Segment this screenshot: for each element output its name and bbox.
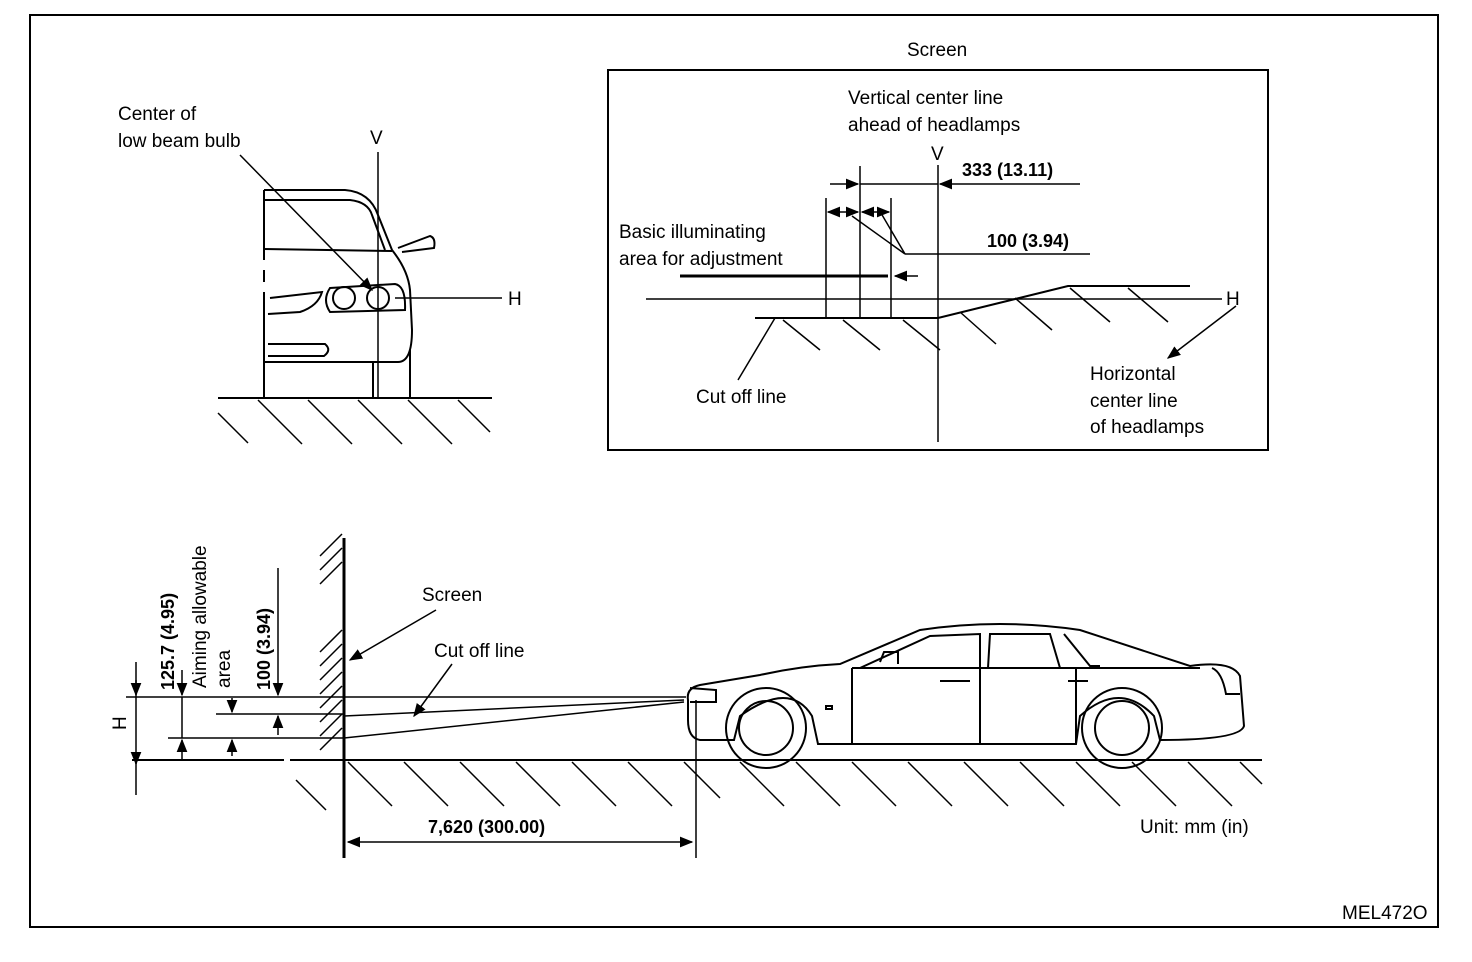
- center-bulb-label-line2: low beam bulb: [118, 131, 241, 152]
- inset-v-label: V: [931, 144, 944, 165]
- screen-inset-title: Screen: [907, 40, 967, 61]
- front-h-label: H: [508, 289, 522, 310]
- figure-id: MEL472O: [1342, 903, 1428, 924]
- dim-125-label: 125.7 (4.95): [158, 593, 178, 690]
- side-cutoff-leader: [413, 663, 453, 718]
- center-bulb-leader: [239, 154, 373, 291]
- inset-cutoff-leader: [737, 317, 776, 381]
- side-h-label: H: [110, 716, 131, 730]
- side-screen-leader: [348, 609, 437, 661]
- center-bulb-label-line1: Center of: [118, 104, 197, 125]
- side-view: H 125.7 (4.95) Aiming allowable area 100…: [110, 533, 1428, 924]
- side-screen-hatch: [319, 533, 343, 751]
- distance-label: 7,620 (300.00): [428, 817, 545, 837]
- side-cutoff-label: Cut off line: [434, 641, 524, 662]
- screen-inset: Screen Vertical center line ahead of hea…: [607, 40, 1269, 451]
- inset-cutoff-label: Cut off line: [696, 387, 786, 408]
- dim-333-label: 333 (13.11): [962, 160, 1053, 180]
- vertical-center-label-line1: Vertical center line: [848, 88, 1003, 109]
- inset-h-label: H: [1226, 289, 1240, 310]
- aiming-area-label-line2: area: [214, 650, 235, 688]
- dim-100-inset-label: 100 (3.94): [987, 231, 1069, 251]
- inset-cutoff-line: [755, 285, 1190, 319]
- figure-border: [29, 14, 1439, 928]
- vertical-center-label-line2: ahead of headlamps: [848, 115, 1020, 136]
- aiming-area-label-line1: Aiming allowable: [190, 545, 211, 688]
- side-ground-hatch: [295, 761, 1263, 811]
- horizontal-center-label-line1: Horizontal: [1090, 364, 1176, 385]
- front-ground-hatch: [217, 399, 491, 445]
- screen-inset-box: [607, 69, 1269, 451]
- horizontal-center-label-line2: center line: [1090, 391, 1178, 412]
- car-front-silhouette: [263, 189, 436, 398]
- horizontal-center-label-line3: of headlamps: [1090, 417, 1204, 438]
- basic-area-label-line2: area for adjustment: [619, 249, 783, 270]
- basic-area-label-line1: Basic illuminating: [619, 222, 766, 243]
- side-screen-label: Screen: [422, 585, 482, 606]
- car-side-silhouette: [686, 623, 1246, 769]
- front-v-label: V: [370, 128, 383, 149]
- unit-label: Unit: mm (in): [1140, 817, 1249, 838]
- inset-cutoff-hatch: [782, 287, 1169, 351]
- dim-100-side-label: 100 (3.94): [254, 608, 274, 690]
- horizontal-center-leader: [1166, 305, 1237, 359]
- front-view: V H Center of low beam bulb: [118, 104, 522, 445]
